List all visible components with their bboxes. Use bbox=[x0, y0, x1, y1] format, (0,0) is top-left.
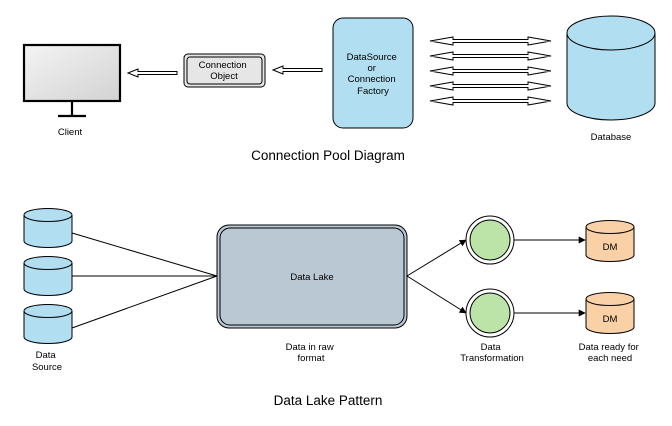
pooled-connection-arrow bbox=[429, 81, 552, 91]
data-lake-label: Data Lake bbox=[290, 272, 333, 283]
data-lake-box bbox=[216, 224, 408, 329]
data-mart-label: DM bbox=[603, 314, 618, 325]
pooled-connection-arrow bbox=[429, 51, 552, 61]
database-cylinder bbox=[566, 15, 656, 121]
data-ready-caption: Data ready for each need bbox=[579, 342, 642, 364]
transformation-node bbox=[465, 288, 515, 338]
data-mart-cylinder bbox=[585, 292, 635, 334]
connection-to-client-arrow bbox=[126, 68, 178, 78]
pooled-connection-arrow bbox=[429, 36, 552, 46]
data-mart-label: DM bbox=[603, 242, 618, 253]
client-label: Client bbox=[58, 127, 83, 138]
pooled-connection-arrow bbox=[429, 96, 552, 106]
datasource-to-connection-arrow bbox=[271, 65, 323, 75]
data-source-cylinder bbox=[23, 256, 73, 296]
database-label: Database bbox=[591, 132, 632, 143]
datasource-label: DataSource or Connection Factory bbox=[347, 52, 400, 97]
transformation-node bbox=[465, 215, 515, 265]
client-monitor bbox=[22, 43, 122, 118]
data-source-label: Data Source bbox=[32, 350, 62, 373]
raw-format-caption: Data in raw format bbox=[286, 342, 337, 364]
source-connector bbox=[71, 232, 218, 277]
pooled-connections bbox=[429, 36, 552, 106]
connection-pool-title: Connection Pool Diagram bbox=[251, 148, 405, 163]
data-source-cylinder bbox=[23, 304, 73, 344]
data-source-cylinder bbox=[23, 208, 73, 248]
datasource-box bbox=[332, 17, 414, 129]
transformation-caption: Data Transformation bbox=[460, 342, 524, 364]
data-mart-cylinder bbox=[585, 220, 635, 262]
connection-object-box bbox=[183, 53, 266, 88]
lake-to-transform-arrow bbox=[406, 275, 467, 314]
connection-object-label: Connection Object bbox=[199, 60, 250, 82]
pooled-connection-arrow bbox=[429, 66, 552, 76]
source-connector bbox=[71, 275, 218, 329]
data-lake-title: Data Lake Pattern bbox=[274, 393, 383, 408]
lake-to-transform-arrow bbox=[406, 239, 467, 277]
